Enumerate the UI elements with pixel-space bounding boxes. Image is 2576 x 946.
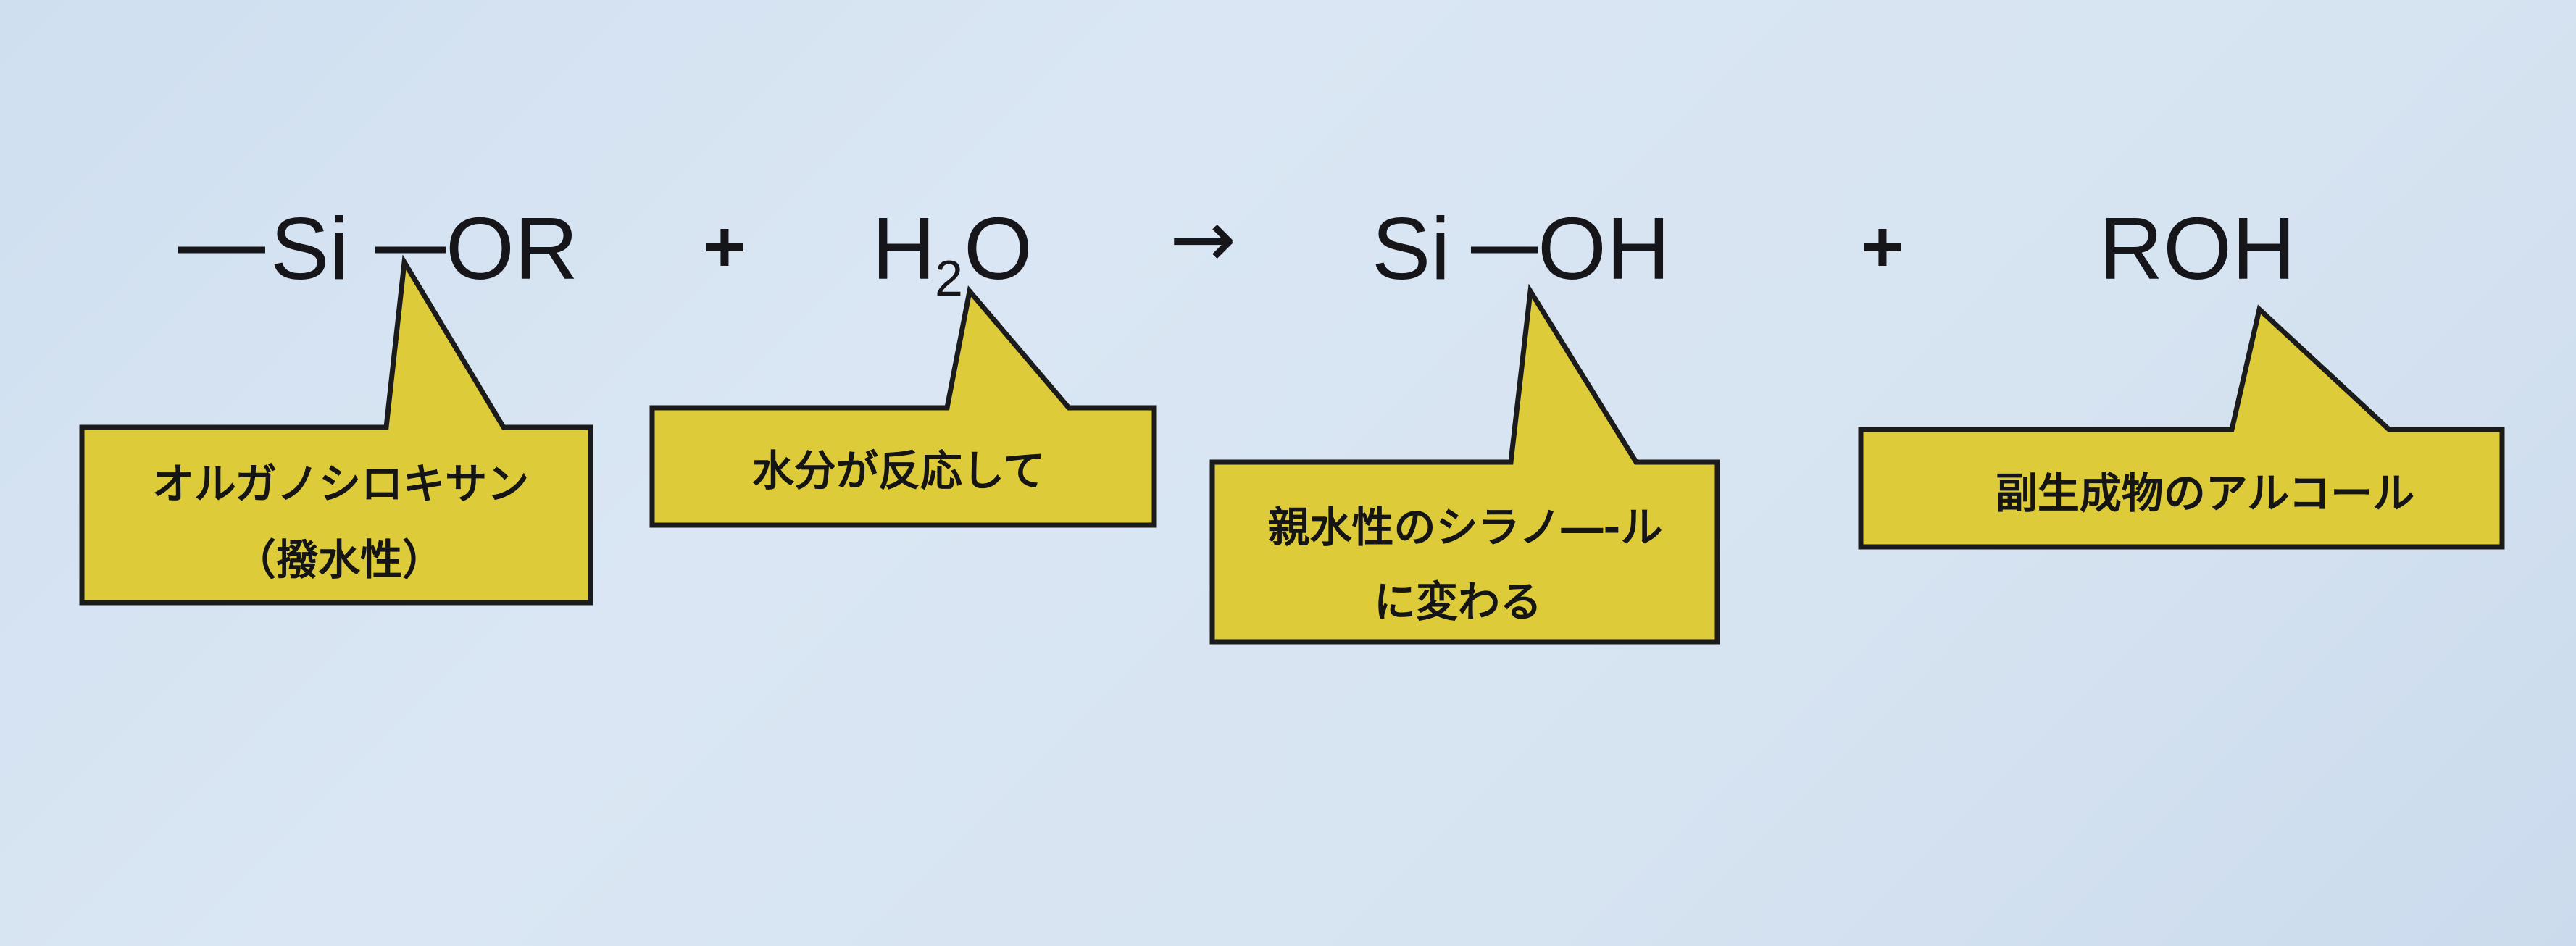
callout-byproduct-line1: 副生成物のアルコール [1996,469,2414,518]
callout-organosiloxane-line2: （撥水性） [234,535,444,585]
callout-organosiloxane-shape [79,254,593,606]
term3-hydroxyl: OH [1538,199,1670,298]
water-hydrogen: H [872,199,935,298]
term4-alcohol: ROH [2099,199,2296,298]
callout-water: 水分が反応して [649,285,1157,528]
callout-silanol-shape [1209,283,1720,645]
callout-water-line1: 水分が反応して [752,446,1045,495]
plus-sign-1: + [704,206,746,288]
callout-organosiloxane: オルガノシロキサン （撥水性） [79,254,593,606]
chemical-equation: Si OR + H 2 O → Si OH + ROH [178,193,2296,306]
plus-sign-2: + [1862,206,1904,288]
callout-silanol: 親水性のシラノ―-ル に変わる [1209,283,1720,645]
term1-alkoxy: OR [446,199,578,298]
callout-silanol-line2: に変わる [1374,577,1542,627]
callout-byproduct: 副生成物のアルコール [1858,304,2505,550]
term3-silicon: Si [1372,199,1450,298]
callout-byproduct-shape [1858,304,2505,550]
water-oxygen: O [964,199,1033,298]
callout-organosiloxane-line1: オルガノシロキサン [152,459,529,508]
term1-silicon: Si [270,199,349,298]
callout-silanol-line1: 親水性のシラノ―-ル [1268,503,1663,552]
reaction-arrow: → [1170,193,1236,285]
water-subscript: 2 [935,250,963,306]
callout-water-shape [649,285,1157,528]
